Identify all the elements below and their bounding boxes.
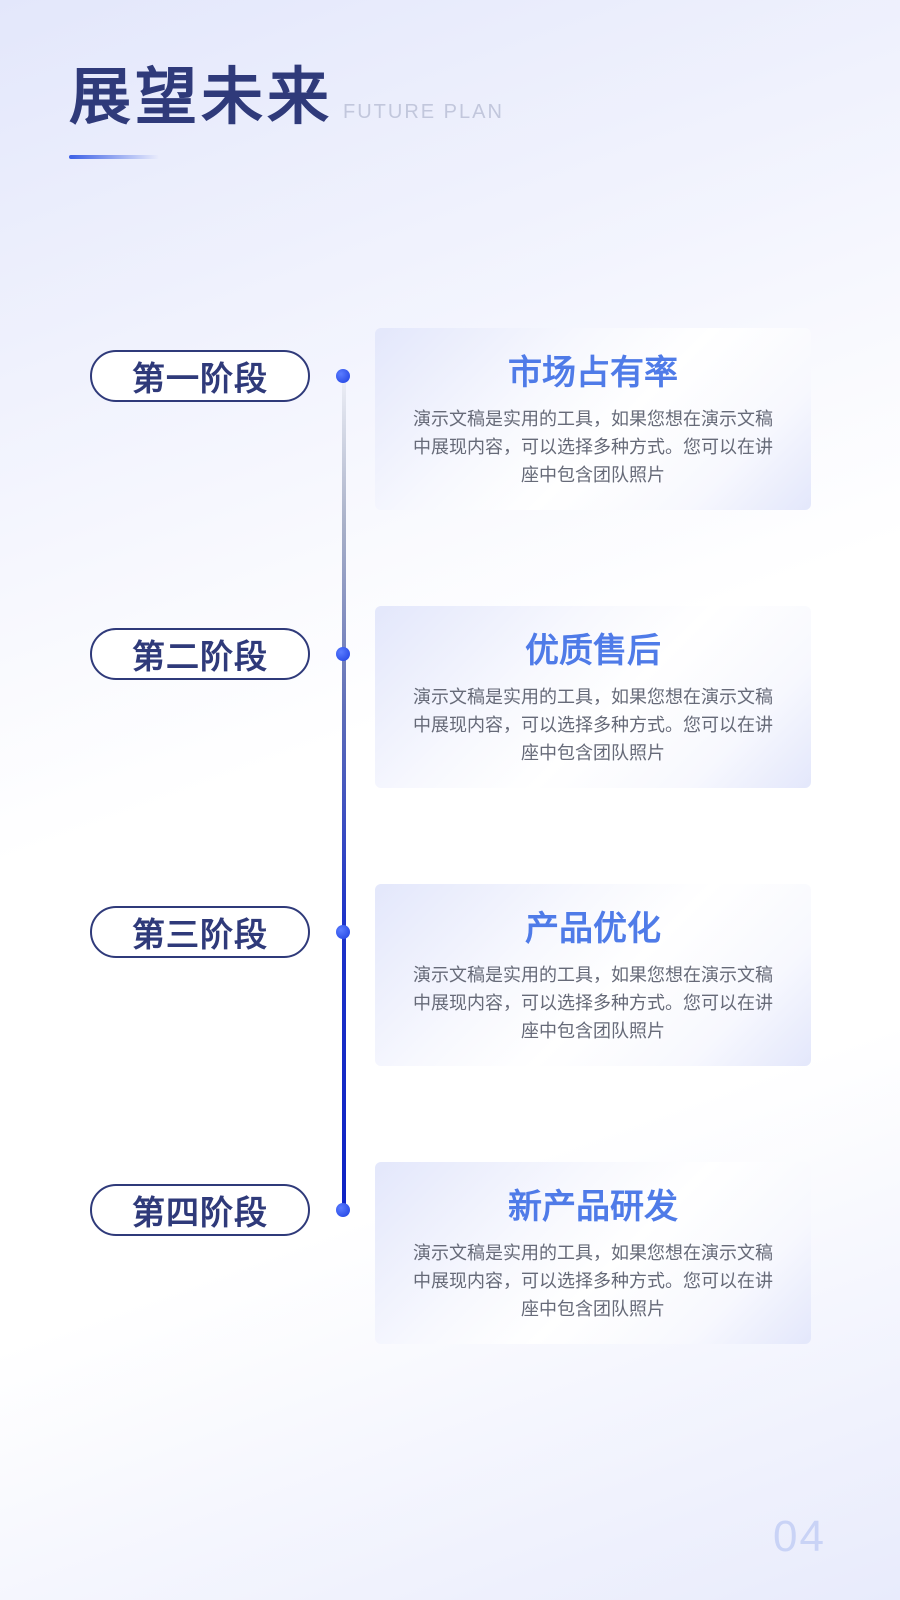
stage-pill-1: 第一阶段 <box>90 350 310 402</box>
timeline-dot-2 <box>336 647 350 661</box>
stage-card-4: 新产品研发 演示文稿是实用的工具，如果您想在演示文稿中展现内容，可以选择多种方式… <box>375 1162 811 1344</box>
timeline-line <box>342 375 346 1215</box>
stage-card-title-4: 新产品研发 <box>508 1187 678 1227</box>
page-subtitle: FUTURE PLAN <box>343 101 504 123</box>
stage-card-body-3: 演示文稿是实用的工具，如果您想在演示文稿中展现内容，可以选择多种方式。您可以在讲… <box>413 965 773 1042</box>
stage-pill-2: 第二阶段 <box>90 628 310 680</box>
stage-pill-4: 第四阶段 <box>90 1184 310 1236</box>
timeline-dot-4 <box>336 1203 350 1217</box>
timeline-dot-1 <box>336 369 350 383</box>
stage-card-1: 市场占有率 演示文稿是实用的工具，如果您想在演示文稿中展现内容，可以选择多种方式… <box>375 328 811 510</box>
stage-label-4: 第四阶段 <box>132 1193 268 1232</box>
page-header: 展望未来 FUTURE PLAN <box>69 66 504 128</box>
timeline-dot-3 <box>336 925 350 939</box>
stage-label-1: 第一阶段 <box>132 359 268 398</box>
stage-card-title-1: 市场占有率 <box>508 353 678 393</box>
stage-card-body-2: 演示文稿是实用的工具，如果您想在演示文稿中展现内容，可以选择多种方式。您可以在讲… <box>413 687 773 764</box>
stage-card-body-4: 演示文稿是实用的工具，如果您想在演示文稿中展现内容，可以选择多种方式。您可以在讲… <box>413 1243 773 1320</box>
stage-pill-3: 第三阶段 <box>90 906 310 958</box>
stage-card-3: 产品优化 演示文稿是实用的工具，如果您想在演示文稿中展现内容，可以选择多种方式。… <box>375 884 811 1066</box>
stage-card-body-1: 演示文稿是实用的工具，如果您想在演示文稿中展现内容，可以选择多种方式。您可以在讲… <box>413 409 773 486</box>
stage-card-title-3: 产品优化 <box>525 909 661 949</box>
page-title: 展望未来 <box>69 60 334 133</box>
page-number: 04 <box>773 1512 826 1561</box>
stage-label-2: 第二阶段 <box>132 637 268 676</box>
stage-label-3: 第三阶段 <box>132 915 268 954</box>
stage-card-title-2: 优质售后 <box>525 631 661 671</box>
title-underline <box>69 155 159 159</box>
stage-card-2: 优质售后 演示文稿是实用的工具，如果您想在演示文稿中展现内容，可以选择多种方式。… <box>375 606 811 788</box>
